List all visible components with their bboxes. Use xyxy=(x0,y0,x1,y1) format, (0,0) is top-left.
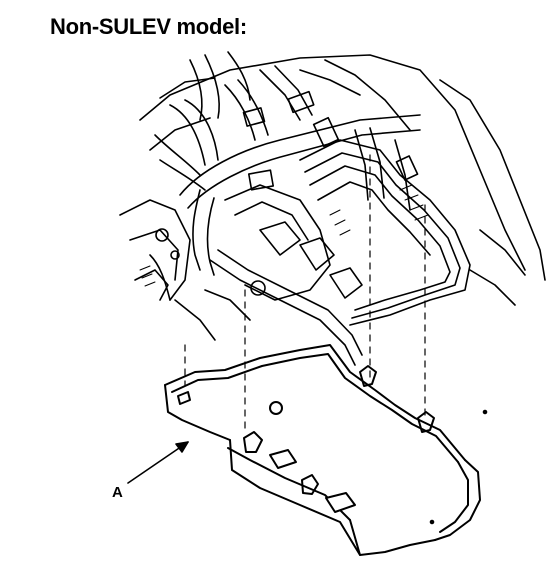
diagram-heading: Non-SULEV model: xyxy=(50,14,247,39)
callout-label-a: A xyxy=(112,484,123,501)
alignment-guide-lines xyxy=(185,155,425,430)
splash-shield xyxy=(165,345,486,555)
callout-arrow-a xyxy=(128,442,188,483)
engine-assembly xyxy=(120,52,545,365)
